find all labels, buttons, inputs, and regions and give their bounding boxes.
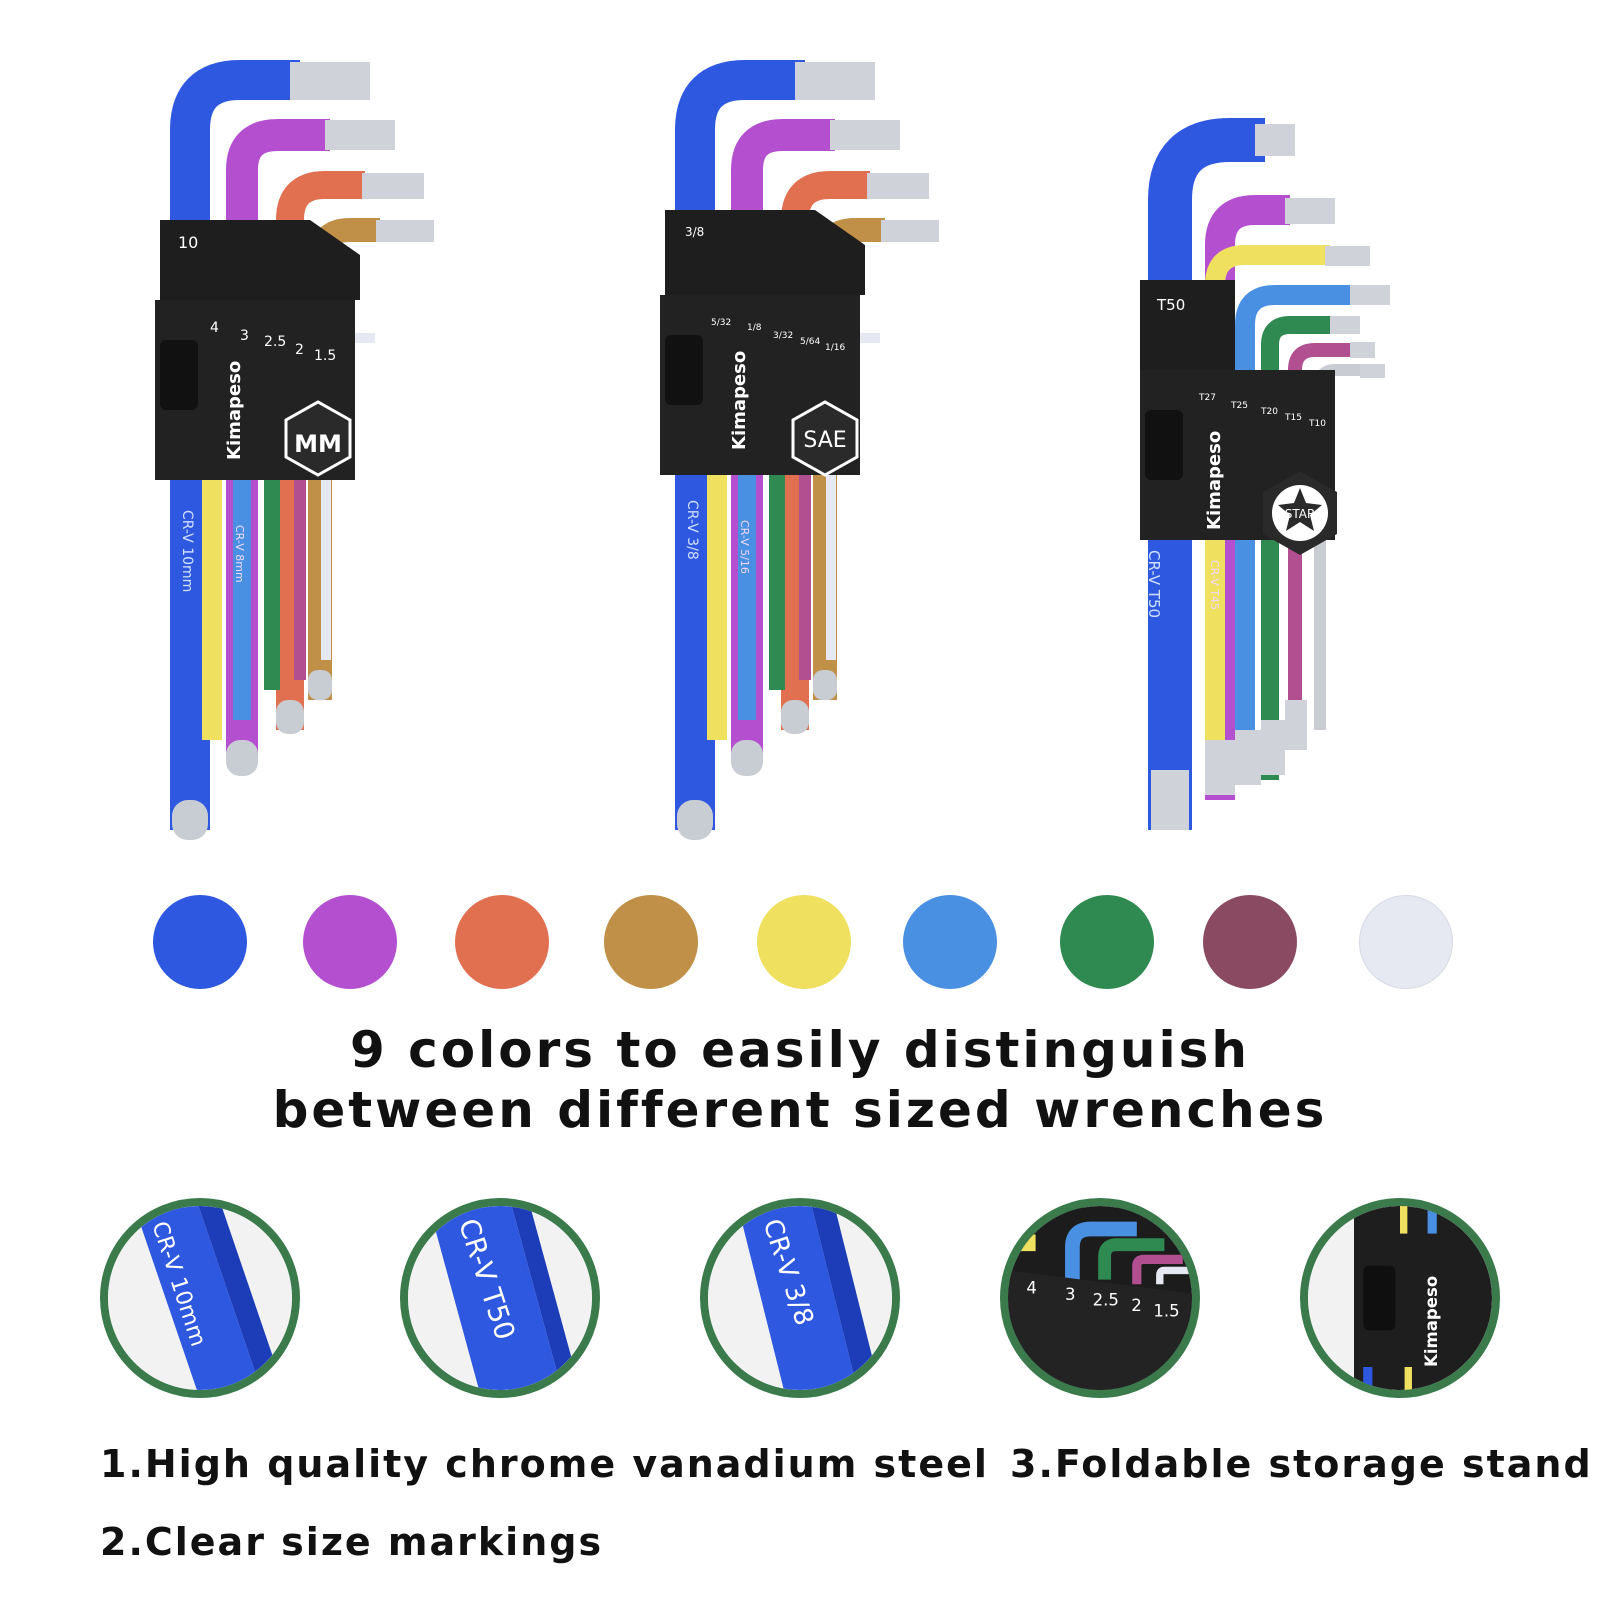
detail-circles: CR-V 10mm CR-V T50 CR-V 3/8 4 3 — [0, 1198, 1600, 1418]
color-swatch-purple — [303, 895, 397, 989]
detail-size-3: 3 — [1065, 1285, 1076, 1304]
sae-size-1-8: 1/8 — [747, 323, 762, 333]
detail-crv-t50: CR-V T50 — [400, 1198, 600, 1398]
star-size-t10: T10 — [1308, 419, 1326, 429]
star-brand-label: Kimapeso — [1204, 431, 1225, 530]
headline-line-2: between different sized wrenches — [272, 1081, 1328, 1139]
mm-wrench-illustration: MM Kimapeso 10 4 3 2.5 2 1.5 CR-V 10mm C… — [155, 60, 434, 840]
detail-brand-label: Kimapeso — [1422, 1276, 1441, 1367]
color-swatch-blue — [153, 895, 247, 989]
headline-line-1: 9 colors to easily distinguish — [349, 1021, 1251, 1079]
feature-2: 2.Clear size markings — [100, 1520, 604, 1564]
detail-storage-stand: Kimapeso — [1300, 1198, 1500, 1398]
mm-shaft-marking: CR-V 10mm — [179, 510, 195, 592]
feature-1: 1.High quality chrome vanadium steel — [100, 1442, 989, 1486]
color-swatch-green — [1060, 895, 1154, 989]
detail-crv-10mm: CR-V 10mm — [100, 1198, 300, 1398]
sae-size-3-8: 3/8 — [685, 225, 704, 239]
mm-badge-text: MM — [294, 430, 342, 458]
sae-wrench-illustration: SAE Kimapeso 3/8 5/32 1/8 3/32 5/64 1/16… — [660, 60, 939, 840]
sae-wrench-set: SAE Kimapeso 3/8 5/32 1/8 3/32 5/64 1/16… — [645, 40, 1005, 860]
sae-size-5-32: 5/32 — [711, 318, 731, 328]
sae-badge-text: SAE — [803, 428, 846, 453]
sae-shaft-marking-2: CR-V 5/16 — [738, 520, 751, 574]
mm-shaft-marking-2: CR-V 8mm — [233, 525, 246, 583]
mm-size-2-5: 2.5 — [264, 334, 286, 350]
star-shaft-marking-2: CR-V T45 — [1208, 560, 1221, 610]
mm-size-1-5: 1.5 — [314, 348, 336, 364]
mm-size-2: 2 — [295, 342, 304, 358]
color-swatches — [0, 895, 1600, 991]
color-swatch-yellow — [757, 895, 851, 989]
color-swatch-orange — [455, 895, 549, 989]
detail-size-1-5: 1.5 — [1153, 1301, 1179, 1320]
color-swatch-light-blue — [903, 895, 997, 989]
mm-size-10: 10 — [178, 233, 198, 252]
sae-size-1-16: 1/16 — [825, 343, 845, 353]
mm-brand-label: Kimapeso — [224, 361, 245, 460]
detail-size-2-5: 2.5 — [1093, 1290, 1119, 1309]
detail-size-markings: 4 3 2.5 2 1.5 — [1000, 1198, 1200, 1398]
detail-crv-3-8: CR-V 3/8 — [700, 1198, 900, 1398]
headline: 9 colors to easily distinguish between d… — [0, 1020, 1600, 1140]
star-size-t50: T50 — [1156, 296, 1185, 314]
color-swatch-maroon — [1203, 895, 1297, 989]
star-size-t15: T15 — [1284, 413, 1302, 423]
mm-size-3: 3 — [240, 328, 249, 344]
detail-size-4: 4 — [1026, 1278, 1037, 1297]
sae-shaft-marking: CR-V 3/8 — [684, 500, 700, 560]
sae-size-5-64: 5/64 — [800, 337, 820, 347]
mm-size-4: 4 — [210, 320, 219, 336]
sae-size-3-32: 3/32 — [773, 331, 793, 341]
star-wrench-set: STAR Kimapeso T50 T27 T25 T20 T15 T10 CR… — [1125, 40, 1485, 860]
star-size-t25: T25 — [1230, 401, 1248, 411]
color-swatch-gold — [604, 895, 698, 989]
star-badge-text: STAR — [1285, 507, 1316, 521]
detail-size-2: 2 — [1131, 1296, 1142, 1315]
mm-wrench-set: MM Kimapeso 10 4 3 2.5 2 1.5 CR-V 10mm C… — [130, 40, 490, 860]
star-size-t20: T20 — [1260, 407, 1278, 417]
feature-3: 3.Foldable storage stand — [1010, 1442, 1593, 1486]
color-swatch-silver — [1359, 895, 1453, 989]
star-size-t27: T27 — [1198, 393, 1216, 403]
sae-brand-label: Kimapeso — [729, 351, 750, 450]
star-wrench-illustration: STAR Kimapeso T50 T27 T25 T20 T15 T10 CR… — [1140, 118, 1390, 830]
star-shaft-marking: CR-V T50 — [1145, 550, 1163, 618]
